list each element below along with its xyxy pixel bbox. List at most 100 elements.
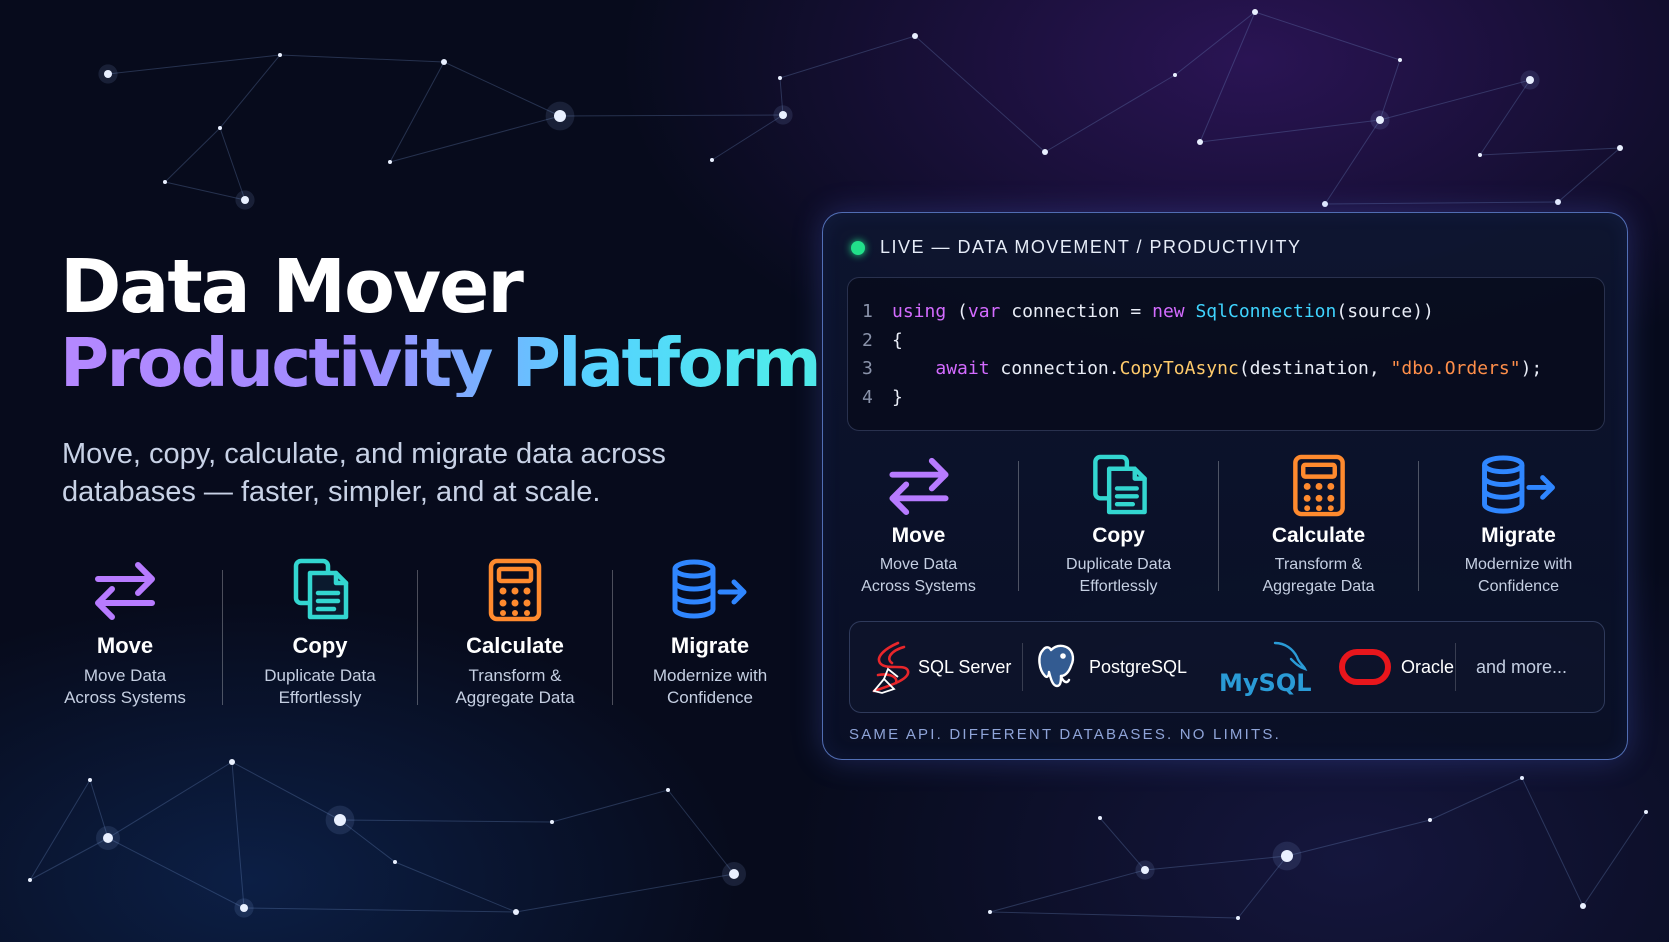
network-edge bbox=[279, 54, 445, 63]
feature-calculate: Calculate Transform & Aggregate Data bbox=[1231, 453, 1406, 598]
network-edge bbox=[394, 861, 517, 913]
network-node bbox=[393, 860, 397, 864]
db-name: PostgreSQL bbox=[1089, 656, 1188, 677]
db-name: Oracle bbox=[1401, 656, 1455, 677]
network-node bbox=[779, 111, 787, 119]
feature-migrate: Migrate Modernize with Confidence bbox=[635, 557, 785, 717]
feature-name: Calculate bbox=[1271, 524, 1366, 547]
feature-migrate: Migrate Modernize with Confidence bbox=[1431, 453, 1606, 598]
network-edge bbox=[1174, 11, 1256, 76]
feature-desc: Modernize with Confidence bbox=[652, 666, 768, 707]
arrows-exchange-icon bbox=[888, 457, 949, 516]
network-edge bbox=[164, 181, 246, 201]
network-edge bbox=[29, 779, 91, 881]
network-edge bbox=[231, 761, 341, 821]
network-edge bbox=[231, 761, 245, 909]
network-node bbox=[710, 158, 714, 162]
database-logos: SQL Server PostgreSQL MySQL Oracle bbox=[849, 621, 1605, 713]
line-number: 4 bbox=[862, 386, 873, 408]
network-node bbox=[729, 869, 739, 879]
code-token: using bbox=[892, 301, 947, 322]
code-line: 3 await connection.CopyToAsync(destinati… bbox=[862, 355, 1604, 384]
database-migrate-icon bbox=[672, 559, 747, 619]
network-node bbox=[554, 110, 566, 122]
code-token: connection = bbox=[1000, 301, 1153, 322]
postgresql-elephant-icon bbox=[1038, 644, 1075, 688]
hero-subtitle: Move, copy, calculate, and migrate data … bbox=[62, 438, 666, 508]
network-node bbox=[88, 778, 92, 782]
network-node bbox=[218, 126, 222, 130]
code-token: connection. bbox=[989, 358, 1120, 379]
db-more: and more... bbox=[1456, 622, 1567, 712]
network-edge bbox=[1557, 147, 1621, 203]
feature-move: Move Move Data Across Systems bbox=[50, 557, 200, 717]
network-node bbox=[278, 53, 282, 57]
network-edge bbox=[29, 837, 109, 881]
network-edge bbox=[339, 819, 553, 823]
network-node bbox=[1173, 73, 1177, 77]
network-node bbox=[334, 814, 346, 826]
network-node bbox=[388, 160, 392, 164]
network-node bbox=[1098, 816, 1102, 820]
divider bbox=[1418, 460, 1419, 591]
network-edge bbox=[1582, 811, 1647, 907]
network-node bbox=[1580, 903, 1586, 909]
feature-desc: Duplicate Data Effortlessly bbox=[1066, 556, 1171, 595]
code-token: ); bbox=[1520, 358, 1543, 379]
calculator-icon bbox=[488, 558, 542, 622]
network-edge bbox=[1254, 11, 1401, 61]
db-mysql: MySQL bbox=[1197, 622, 1315, 712]
feature-calculate: Calculate Transform & Aggregate Data bbox=[440, 557, 590, 717]
divider bbox=[1018, 460, 1019, 591]
svg-text:MySQL: MySQL bbox=[1219, 669, 1312, 697]
line-number: 1 bbox=[862, 301, 873, 322]
network-node bbox=[1281, 850, 1293, 862]
feature-name: Copy bbox=[1092, 524, 1145, 547]
network-node bbox=[1478, 153, 1482, 157]
code-token: ( bbox=[946, 301, 968, 322]
network-node bbox=[1236, 916, 1240, 920]
network-node bbox=[1322, 201, 1328, 207]
network-edge bbox=[515, 873, 735, 913]
network-edge bbox=[1324, 119, 1381, 205]
network-edge bbox=[989, 911, 1239, 919]
network-edge bbox=[1044, 74, 1176, 153]
code-line: 4} bbox=[862, 384, 1604, 413]
code-line: 2{ bbox=[862, 327, 1604, 356]
copy-documents-icon bbox=[293, 558, 349, 620]
network-edge bbox=[1199, 119, 1381, 143]
network-edge bbox=[219, 54, 281, 129]
network-edge bbox=[107, 54, 281, 75]
live-status-dot bbox=[851, 240, 865, 255]
database-migrate-icon bbox=[1481, 455, 1555, 514]
network-edge bbox=[1237, 855, 1288, 919]
oracle-logo bbox=[1339, 649, 1391, 685]
divider bbox=[1455, 643, 1456, 691]
network-edge bbox=[667, 789, 735, 875]
network-edge bbox=[1144, 855, 1288, 871]
code-token bbox=[1185, 298, 1196, 327]
network-node bbox=[163, 180, 167, 184]
network-edge bbox=[107, 837, 245, 909]
feature-desc: Modernize with Confidence bbox=[1464, 556, 1573, 595]
hero-title: Data Mover bbox=[60, 244, 524, 330]
network-node bbox=[1520, 776, 1524, 780]
divider bbox=[612, 569, 613, 705]
network-edge bbox=[389, 61, 445, 163]
network-edge bbox=[779, 77, 784, 116]
network-edge bbox=[1479, 79, 1531, 156]
network-node bbox=[229, 759, 235, 765]
divider bbox=[1022, 643, 1023, 691]
feature-move: Move Move Data Across Systems bbox=[831, 453, 1006, 598]
code-token: SqlConnection bbox=[1195, 301, 1337, 322]
db-sql-server: SQL Server bbox=[850, 622, 1022, 712]
network-node bbox=[1617, 145, 1623, 151]
tagline: SAME API. DIFFERENT DATABASES. NO LIMITS… bbox=[849, 726, 1281, 743]
network-edge bbox=[219, 127, 246, 201]
feature-copy: Copy Duplicate Data Effortlessly bbox=[1031, 453, 1206, 598]
feature-name: Copy bbox=[292, 633, 348, 658]
divider bbox=[417, 569, 418, 705]
